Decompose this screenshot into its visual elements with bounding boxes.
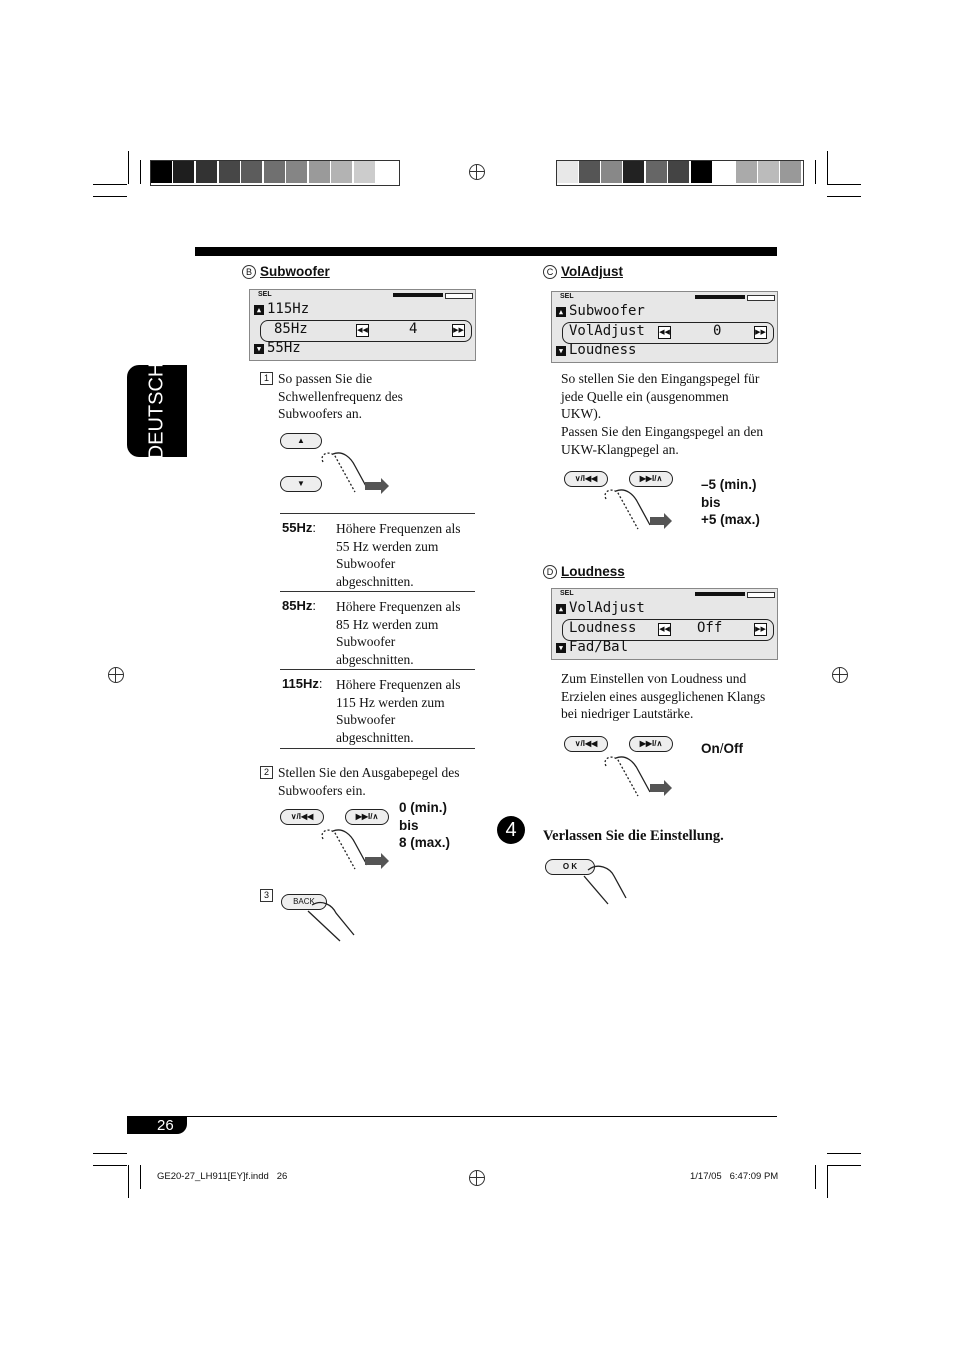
lcd-row-1: ▲115Hz (254, 301, 309, 317)
prev-icon: ◀◀ (356, 324, 369, 337)
section-letter: B (242, 265, 256, 279)
lcd-display-voladjust: SEL ▲Subwoofer VolAdjust ◀◀ 0 ▶▶ ▼Loudne… (551, 291, 778, 363)
down-prev-button[interactable]: ∨/I◀◀ (564, 471, 608, 487)
back-button[interactable]: BACK (281, 894, 327, 910)
step-3-number: 3 (260, 889, 273, 902)
onoff-label: On/Off (701, 741, 744, 756)
footer-file-info: GE20-27_LH911[EY]f.indd 26 (157, 1171, 288, 1182)
voladjust-text-1: So stellen Sie den Eingangspegel für jed… (561, 371, 760, 421)
step-2-text: Stellen Sie den Ausgabepegel des Subwoof… (278, 765, 460, 798)
lcd-display-loudness: SEL ▲VolAdjust Loudness ◀◀ Off ▶▶ ▼Fad/B… (551, 588, 778, 660)
lcd-display-subwoofer: SEL ▲115Hz 85Hz ◀◀ 4 ▶▶ ▼55Hz (249, 289, 476, 361)
registration-mark-right (832, 667, 848, 683)
down-button[interactable]: ▼ (280, 476, 322, 492)
section-letter: C (543, 265, 557, 279)
finger-press-icon (604, 756, 672, 797)
down-arrow-icon: ▼ (254, 344, 264, 354)
range-label-voladjust: –5 (min.) bis +5 (max.) (701, 477, 760, 527)
down-caret-icon: ▼ (297, 479, 305, 488)
lcd-row-1: ▲Subwoofer (556, 303, 645, 319)
section-title: Loudness (561, 564, 625, 579)
registration-mark-bottom (469, 1170, 485, 1186)
next-icon: ▶▶ (452, 324, 465, 337)
down-prev-button[interactable]: ∨/I◀◀ (564, 736, 608, 752)
finger-press-icon (604, 489, 672, 530)
step-1-number: 1 (260, 372, 273, 385)
up-arrow-icon: ▲ (556, 307, 566, 317)
footer-rule (127, 1116, 777, 1117)
finger-press-icon (583, 865, 627, 905)
header-rule (195, 247, 777, 256)
lcd-row-3: ▼Loudness (556, 342, 636, 358)
lcd-row-3: ▼55Hz (254, 340, 301, 356)
down-arrow-icon: ▼ (556, 643, 566, 653)
lcd-row-2-value: 0 (713, 323, 722, 339)
down-arrow-icon: ▼ (556, 346, 566, 356)
up-next-button[interactable]: ▶▶I/∧ (345, 809, 389, 825)
section-b-heading: B Subwoofer (242, 264, 330, 279)
up-next-button[interactable]: ▶▶I/∧ (629, 736, 673, 752)
step-4-badge: 4 (497, 816, 525, 844)
table-row: 115Hz: Höhere Frequenzen als 115 Hz werd… (280, 669, 475, 749)
up-next-button[interactable]: ▶▶I/∧ (629, 471, 673, 487)
lcd-row-1: ▲VolAdjust (556, 600, 645, 616)
next-icon: ▶▶ (754, 623, 767, 636)
lcd-sel-label: SEL (560, 293, 574, 300)
page-number-tab: 26 (127, 1117, 187, 1134)
section-title: VolAdjust (561, 264, 623, 279)
table-row: 55Hz: Höhere Frequenzen als 55 Hz werden… (280, 513, 475, 592)
section-d-heading: D Loudness (543, 564, 625, 579)
lcd-row-3: ▼Fad/Bal (556, 639, 628, 655)
finger-press-icon (307, 901, 355, 942)
step-1-text: So passen Sie die Schwellenfrequenz des … (278, 371, 403, 421)
voladjust-text-2: Passen Sie den Eingangspegel an den UKW-… (561, 424, 764, 457)
up-button[interactable]: ▲ (280, 433, 322, 449)
page-number: 26 (157, 1117, 174, 1134)
down-prev-button[interactable]: ∨/I◀◀ (280, 809, 324, 825)
footer-timestamp: 1/17/05 6:47:09 PM (690, 1171, 779, 1182)
lcd-row-2-value: 4 (409, 321, 418, 337)
section-title: Subwoofer (260, 264, 330, 279)
side-tab-label: DEUTSCH (145, 362, 168, 460)
side-language-tab: DEUTSCH (127, 362, 187, 460)
lcd-row-2: VolAdjust (569, 323, 645, 339)
loudness-text: Zum Einstellen von Loudness und Erzielen… (561, 671, 766, 721)
finger-press-icon (321, 829, 389, 870)
up-arrow-icon: ▲ (254, 305, 264, 315)
lcd-sel-label: SEL (560, 590, 574, 597)
registration-mark-top (469, 164, 485, 180)
up-caret-icon: ▲ (297, 436, 305, 445)
registration-mark-left (108, 667, 124, 683)
step-2-number: 2 (260, 766, 273, 779)
lcd-row-2-value: Off (697, 620, 723, 636)
step-4-text: Verlassen Sie die Einstellung. (543, 828, 724, 844)
lcd-row-2: 85Hz (274, 321, 308, 337)
finger-press-icon (321, 452, 389, 494)
lcd-row-2: Loudness (569, 620, 637, 636)
prev-icon: ◀◀ (658, 326, 671, 339)
lcd-sel-label: SEL (258, 291, 272, 298)
section-c-heading: C VolAdjust (543, 264, 623, 279)
range-label-subwoofer: 0 (min.) bis 8 (max.) (399, 800, 451, 850)
section-letter: D (543, 565, 557, 579)
up-arrow-icon: ▲ (556, 604, 566, 614)
table-row: 85Hz: Höhere Frequenzen als 85 Hz werden… (280, 591, 475, 670)
next-icon: ▶▶ (754, 326, 767, 339)
prev-icon: ◀◀ (658, 623, 671, 636)
